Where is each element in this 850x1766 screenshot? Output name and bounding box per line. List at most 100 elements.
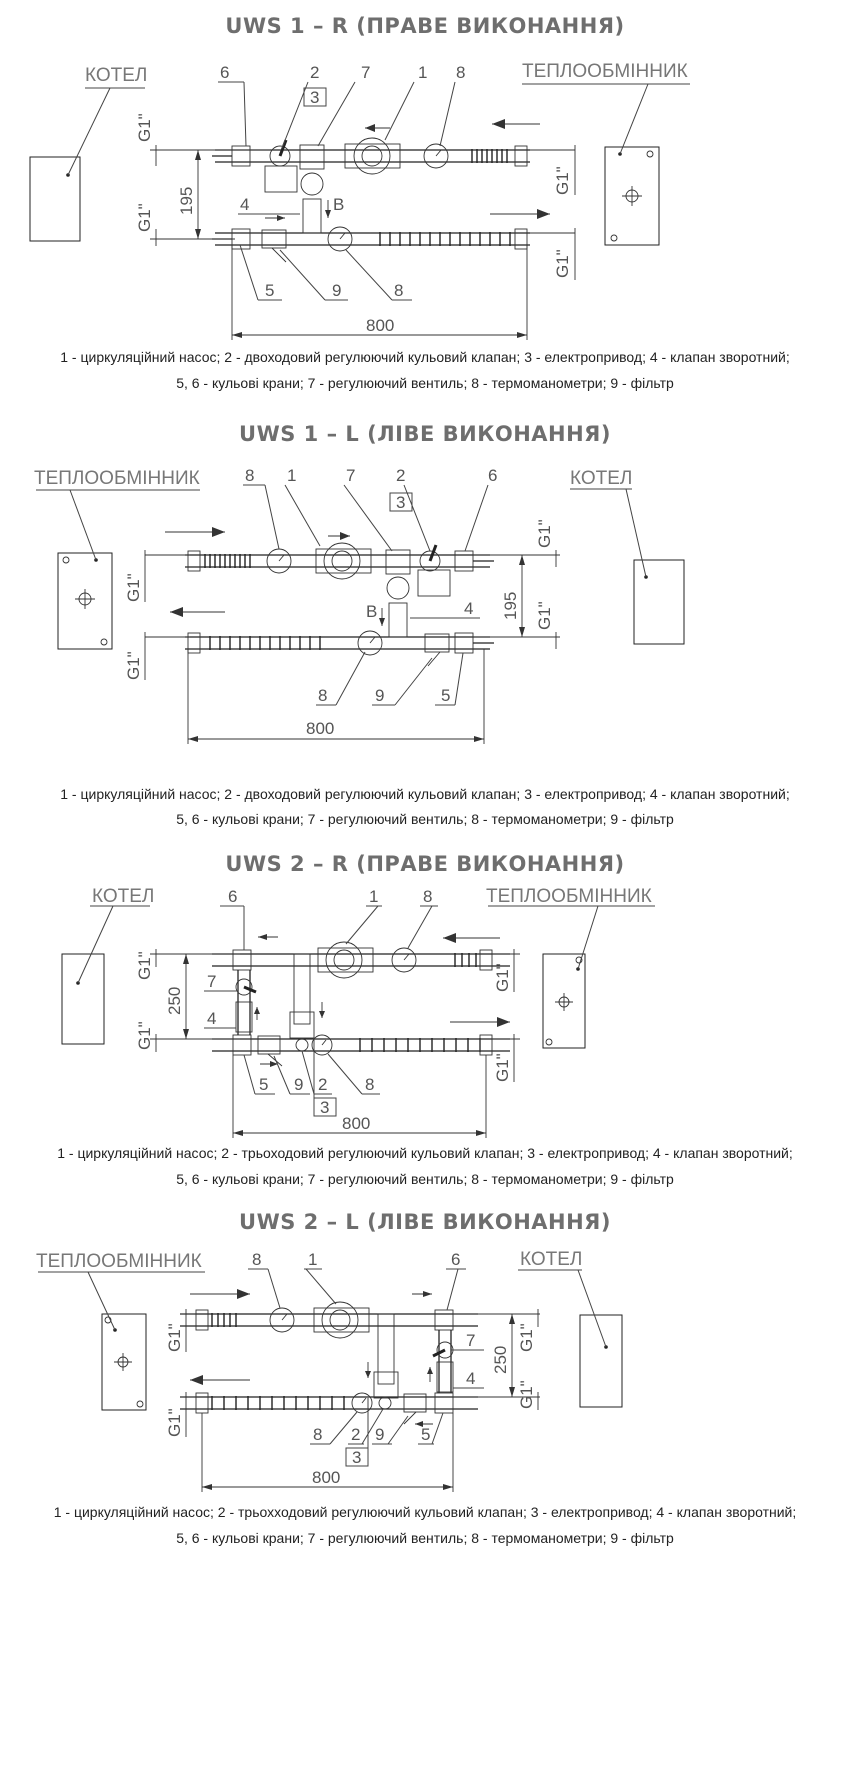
part-label-5: 5 [421, 1425, 430, 1444]
part-label-7: 7 [466, 1331, 475, 1350]
dim-width-value: 800 [312, 1468, 340, 1487]
flow-arrow-upper-left [365, 124, 390, 132]
dim-width-value: 800 [366, 316, 394, 335]
pipe-size-right-lower: G1" [535, 601, 554, 630]
part-label-5: 5 [259, 1075, 268, 1094]
flow-label-b: B [366, 602, 377, 621]
part-label-5: 5 [441, 686, 450, 705]
caption-line2: 5, 6 - кульові крани; 7 - регулюючий вен… [176, 811, 674, 827]
section-uws1-r: UWS 1 – R (ПРАВЕ ВИКОНАННЯ) КОТЕЛ ТЕПЛОО… [0, 0, 850, 400]
boiler-box [579, 1314, 623, 1408]
diagram-uws2-r: КОТЕЛ ТЕПЛООБМІННИК [61, 886, 655, 1138]
part-label-7: 7 [361, 63, 370, 82]
part-label-3: 3 [320, 1098, 329, 1117]
flow-label-b: B [333, 195, 344, 214]
pipe-size-left-lower: G1" [165, 1408, 184, 1437]
diagram-uws1-r: КОТЕЛ ТЕПЛООБМІННИК [29, 61, 690, 340]
diagram-uws2-l: ТЕПЛООБМІННИК КОТЕЛ [36, 1249, 623, 1492]
part-label-8-lower: 8 [313, 1425, 322, 1444]
part-label-4: 4 [464, 599, 473, 618]
part-label-3: 3 [352, 1448, 361, 1467]
exchanger-label: ТЕПЛООБМІННИК [34, 468, 200, 489]
section-uws2-r: UWS 2 – R (ПРАВЕ ВИКОНАННЯ) КОТЕЛ ТЕПЛОО… [0, 842, 850, 1192]
dim-height-value: 250 [491, 1346, 510, 1374]
dim-width-value: 800 [342, 1114, 370, 1133]
section-title: UWS 1 – L (ЛІВЕ ВИКОНАННЯ) [239, 422, 611, 446]
dim-height-value: 195 [501, 592, 520, 620]
pipe-size-right-upper: G1" [535, 519, 554, 548]
flow-arrow-upper-right [165, 527, 225, 537]
caption-line1: 1 - циркуляційний насос; 2 - трьохходови… [53, 1504, 797, 1520]
section-title: UWS 1 – R (ПРАВЕ ВИКОНАННЯ) [225, 14, 625, 38]
pipe-size-left-upper: G1" [124, 573, 143, 602]
part-label-8: 8 [252, 1250, 261, 1269]
dim-height-value: 250 [165, 987, 184, 1015]
part-label-3: 3 [396, 493, 405, 512]
caption-line1: 1 - циркуляційний насос; 2 - двоходовий … [60, 786, 790, 802]
part-label-1: 1 [418, 63, 427, 82]
flow-arrow-lower-right [490, 209, 550, 219]
flow-arrow-upper-right [492, 119, 540, 129]
part-label-4: 4 [240, 195, 249, 214]
exchanger-label: ТЕПЛООБМІННИК [36, 1251, 202, 1272]
part-label-4: 4 [466, 1369, 475, 1388]
flow-arrow-lower-left [170, 607, 225, 617]
part-label-1: 1 [308, 1250, 317, 1269]
boiler-box [633, 559, 685, 645]
dim-width-value: 800 [306, 719, 334, 738]
flow-arrow-upper-right [190, 1289, 250, 1299]
dim-height-value: 195 [177, 187, 196, 215]
pipe-size-left-lower: G1" [124, 651, 143, 680]
boiler-box [61, 953, 105, 1045]
part-label-9: 9 [332, 281, 341, 300]
part-label-9: 9 [375, 1425, 384, 1444]
boiler-label: КОТЕЛ [85, 65, 147, 86]
part-label-8: 8 [423, 887, 432, 906]
boiler-label: КОТЕЛ [92, 886, 154, 907]
part-label-8: 8 [245, 466, 254, 485]
boiler-box [29, 156, 81, 242]
caption-line2: 5, 6 - кульові крани; 7 - регулюючий вен… [176, 1171, 674, 1187]
part-label-1: 1 [287, 466, 296, 485]
flow-arrow-small [265, 200, 331, 221]
exchanger-label: ТЕПЛООБМІННИК [486, 886, 652, 907]
part-label-1: 1 [369, 887, 378, 906]
pipe-size-left-lower: G1" [135, 203, 154, 232]
part-label-6: 6 [220, 63, 229, 82]
part-label-2: 2 [351, 1425, 360, 1444]
part-label-6: 6 [451, 1250, 460, 1269]
pipe-size-right-lower: G1" [517, 1380, 536, 1409]
exchanger-box [57, 552, 113, 650]
flow-arrow-lower-right [450, 1017, 510, 1027]
part-label-6: 6 [228, 887, 237, 906]
part-label-8-lower: 8 [318, 686, 327, 705]
pipe-size-left-upper: G1" [165, 1323, 184, 1352]
exchanger-label: ТЕПЛООБМІННИК [522, 61, 688, 82]
lower-hose [379, 232, 511, 246]
part-label-6: 6 [488, 466, 497, 485]
part-label-7: 7 [207, 972, 216, 991]
pipe-size-right-lower: G1" [553, 249, 572, 278]
diagram-uws1-l: ТЕПЛООБМІННИК КОТЕЛ [34, 466, 685, 744]
flow-arrow-upper-left [443, 933, 500, 943]
boiler-label: КОТЕЛ [570, 468, 632, 489]
dim-width [231, 245, 528, 340]
caption-line1: 1 - циркуляційний насос; 2 - трьоходовий… [57, 1145, 793, 1161]
pipe-size-left-upper: G1" [135, 113, 154, 142]
section-title: UWS 2 – R (ПРАВЕ ВИКОНАННЯ) [225, 852, 625, 876]
exchanger-box [604, 146, 660, 246]
section-title: UWS 2 – L (ЛІВЕ ВИКОНАННЯ) [239, 1210, 611, 1234]
pipe-size-right-upper: G1" [493, 963, 512, 992]
caption-line1: 1 - циркуляційний насос; 2 - двоходовий … [60, 349, 790, 365]
pipe-size-right-upper: G1" [553, 166, 572, 195]
part-label-9: 9 [294, 1075, 303, 1094]
part-label-3: 3 [310, 88, 319, 107]
dim-height [150, 149, 270, 240]
part-label-8: 8 [456, 63, 465, 82]
caption-line2: 5, 6 - кульові крани; 7 - регулюючий вен… [176, 1530, 674, 1546]
part-label-8-lower: 8 [365, 1075, 374, 1094]
part-label-7: 7 [346, 466, 355, 485]
exchanger-box [101, 1313, 147, 1411]
boiler-label: КОТЕЛ [520, 1249, 582, 1270]
part-label-8-lower: 8 [394, 281, 403, 300]
